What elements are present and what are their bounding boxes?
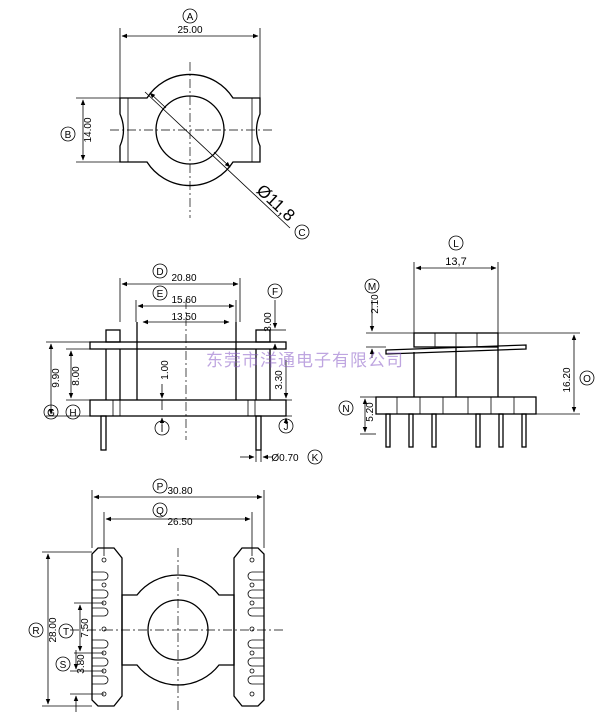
right-pin-slots [247,571,264,685]
company-watermark: 东莞市洋通电子有限公司 [206,351,404,370]
tag-a: A [187,12,194,23]
tag-j: J [284,422,289,433]
bottom-view: 30.80 P 26.50 Q 28.00 R 7.50 T 3.80 S [28,478,286,712]
tag-e: E [157,289,164,300]
front-view: 20.80 D 15.60 E 13.50 3.00 F 9.90 G 8.00 [43,263,323,465]
tag-g: G [47,408,55,419]
tag-n: N [342,404,349,415]
tag-o: O [583,374,591,385]
tag-s: S [60,660,67,671]
dim-inner: 13.50 [171,312,196,323]
tag-r: R [32,626,39,637]
side-pins [385,413,527,448]
tag-p: P [157,482,164,493]
left-pin-slots [92,571,109,685]
dim-i: 1.00 [160,360,171,380]
tag-l: L [453,239,459,250]
tag-m: M [368,282,376,293]
dim-j: 3.30 [274,370,285,390]
pin-dots [101,557,255,697]
dim-m: 2.10 [370,294,381,314]
tag-b: B [65,130,72,141]
dim-s: 3.80 [76,654,87,674]
dim-e: 15.60 [171,295,196,306]
tag-k: K [312,453,319,464]
top-view: 25.00 A 14.00 B Ø11,8 C [60,8,310,240]
dim-k: Ø0.70 [271,453,299,464]
dim-width: 25.00 [177,25,202,36]
dim-n: 5.20 [365,402,376,422]
dim-p: 30.80 [167,486,192,497]
dim-diameter: Ø11,8 [253,181,299,226]
dim-t: 7.50 [80,618,91,638]
dim-q: 26.50 [167,517,192,528]
tag-h: H [69,408,76,419]
tag-c: C [298,228,305,239]
top-view-outline [119,73,261,187]
side-view: 13,7 L 2.10 M 5.20 N 16.20 O [338,235,595,448]
tag-d: D [156,267,163,278]
tag-t: T [63,627,69,638]
dim-r: 28.00 [48,617,59,642]
tag-q: Q [156,506,164,517]
dim-o: 16.20 [562,367,573,392]
dim-h: 8.00 [71,366,82,386]
dim-d: 20.80 [171,273,196,284]
dim-g: 9.90 [51,368,62,388]
tag-f: F [272,287,278,298]
dim-l: 13,7 [445,256,466,268]
dim-height: 14.00 [83,117,94,142]
dim-f: 3.00 [263,312,274,332]
tag-i: I [161,424,164,435]
